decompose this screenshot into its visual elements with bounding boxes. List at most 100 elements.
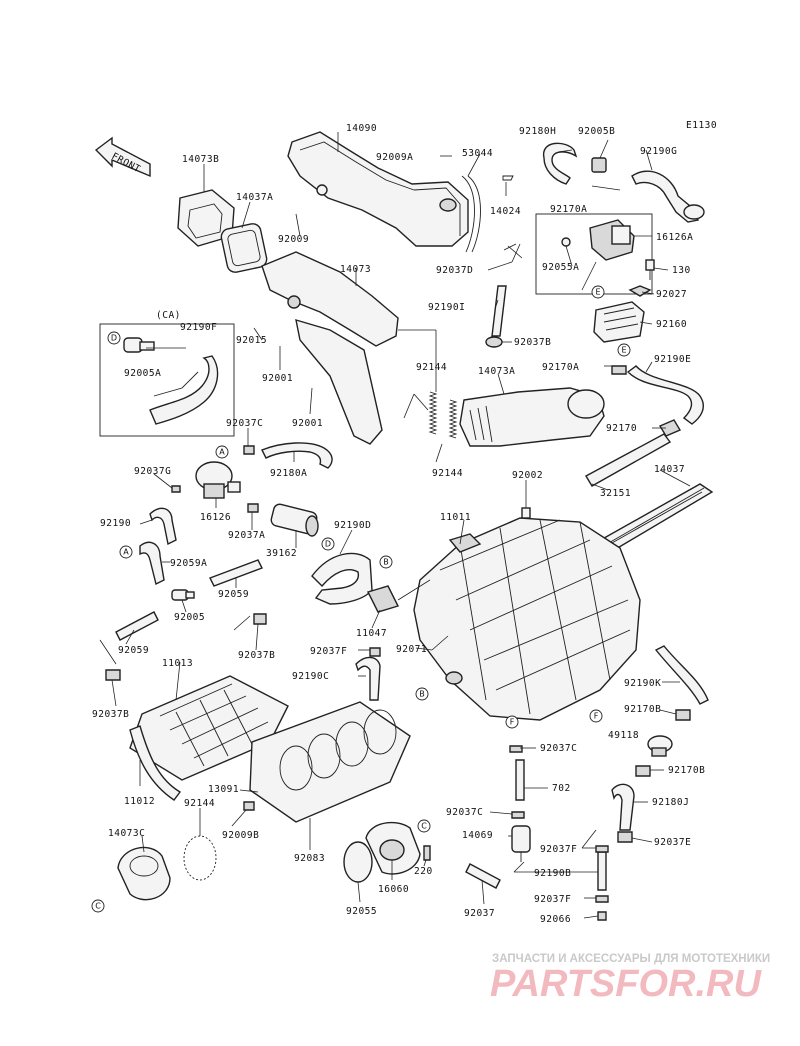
callout: 39162 [266, 548, 297, 559]
callout: 92037G [134, 466, 171, 477]
callout: 16060 [378, 884, 409, 895]
callout: 92190E [654, 354, 691, 365]
spring-92144 [428, 391, 458, 439]
clamp-92037C-bot [511, 811, 525, 819]
ref-circles: D E E A D B A B F F C C [91, 285, 631, 913]
callout: 92190I [428, 302, 465, 313]
clamp-92170B [675, 709, 691, 721]
callout: 92037F [310, 646, 347, 657]
fitting-92005B [591, 157, 607, 173]
watermark-caption: ЗАПЧАСТИ И АКСЕССУАРЫ ДЛЯ МОТОТЕХНИКИ [492, 953, 770, 965]
hose-92190G [631, 170, 705, 223]
callout: 92190 [100, 518, 131, 529]
ref-f-mid: F [594, 712, 599, 721]
callout: 92059 [218, 589, 249, 600]
clamp-92037B-mid [253, 613, 267, 625]
callout: 92071 [396, 644, 427, 655]
callout: 92027 [656, 289, 687, 300]
callout: 92037F [540, 844, 577, 855]
callout: 92037C [446, 807, 483, 818]
callout: 14073A [478, 366, 515, 377]
seal-11012 [129, 725, 182, 801]
ref-c-left: C [95, 902, 101, 911]
fitting-92005A [123, 337, 155, 353]
clamp-92037C-mid [509, 745, 523, 753]
callout: 49118 [608, 730, 639, 741]
filter-14037A [220, 223, 268, 273]
bracket-92160 [593, 301, 645, 343]
callout: 14037A [236, 192, 273, 203]
callout: 13091 [208, 784, 239, 795]
clamp-92037F-b [595, 845, 609, 853]
callout: 92055 [346, 906, 377, 917]
callout: 92190D [334, 520, 371, 531]
clamp-92037F-c [595, 895, 609, 903]
callout: 92037F [534, 894, 571, 905]
hose-92190K [654, 645, 709, 705]
diagram-code: E1130 [686, 120, 717, 131]
front-arrow: FRONT [94, 136, 151, 178]
callout: 32151 [600, 488, 631, 499]
clamp-92037A [247, 503, 259, 513]
callout: 92037B [92, 709, 129, 720]
callout: 92083 [294, 853, 325, 864]
callout: 92037B [238, 650, 275, 661]
hose-92190E [626, 365, 704, 425]
gasket-92055 [343, 841, 373, 883]
clamp-92037F-a [369, 647, 381, 657]
hose-92190 [149, 507, 177, 546]
fitting-92005 [171, 589, 195, 601]
callout: 92170B [668, 765, 705, 776]
plate-13091 [249, 701, 411, 823]
duct-14073A [459, 387, 605, 447]
clamp-92037G-a [243, 445, 255, 455]
ref-d-ca: D [111, 334, 117, 343]
ref-c-bot: C [421, 822, 427, 831]
callout: 92059A [170, 558, 207, 569]
inset-ca [99, 323, 235, 437]
callout: 16126A [656, 232, 693, 243]
callout: 92037D [436, 265, 473, 276]
tube-702 [515, 759, 525, 801]
hose-92190F [149, 355, 219, 425]
callout: 92190C [292, 671, 329, 682]
bolt-92002 [521, 507, 531, 519]
callout: 92009A [376, 152, 413, 163]
callout: 92055A [542, 262, 579, 273]
ref-e-top: E [595, 288, 600, 297]
callout: 92037C [540, 743, 577, 754]
cover-16060 [365, 821, 421, 875]
duct-14073C [117, 846, 171, 901]
callout: 92144 [432, 468, 463, 479]
watermark-logo: PARTSFOR.RU [490, 963, 762, 1005]
callout: 92170 [606, 423, 637, 434]
plug-92066 [597, 911, 607, 921]
ref-e-mid: E [621, 346, 626, 355]
callout: 92144 [416, 362, 447, 373]
callout: 92037C [226, 418, 263, 429]
inset-ca-label: (CA) [156, 310, 181, 321]
callout: 11013 [162, 658, 193, 669]
valve-49118 [647, 735, 673, 757]
callout: 16126 [200, 512, 231, 523]
callout: 92059 [118, 645, 149, 656]
callout: 92190G [640, 146, 677, 157]
callout: 92015 [236, 335, 267, 346]
callout: 92190B [534, 868, 571, 879]
hose-92180A [261, 442, 333, 469]
clamp-92170B-b [635, 765, 651, 777]
filter-39162 [270, 503, 319, 537]
callout: 220 [414, 866, 433, 877]
callout: 92037A [228, 530, 265, 541]
box-16126A [535, 213, 653, 295]
callout: 702 [552, 783, 571, 794]
watermark: ЗАПЧАСТИ И АКСЕССУАРЫ ДЛЯ МОТОТЕХНИКИ PA… [490, 953, 770, 1005]
callout: 14069 [462, 830, 493, 841]
callout: 92001 [292, 418, 323, 429]
callout: 92144 [184, 798, 215, 809]
callout: 92066 [540, 914, 571, 925]
clamp-92037G [171, 485, 181, 493]
clamp-92170 [658, 419, 682, 437]
clamp-92037B-bot [105, 669, 121, 681]
